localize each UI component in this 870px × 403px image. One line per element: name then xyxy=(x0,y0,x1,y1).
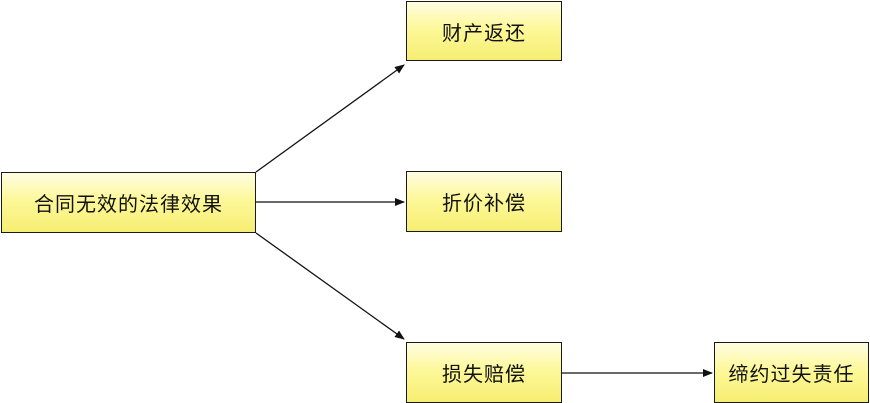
node-root-legal-effect: 合同无效的法律效果 xyxy=(1,172,256,233)
node-damages: 损失赔偿 xyxy=(406,342,562,403)
node-label: 缔约过失责任 xyxy=(728,362,855,386)
node-label: 合同无效的法律效果 xyxy=(34,192,223,216)
arrow-root-to-damages xyxy=(255,232,405,340)
node-label: 损失赔偿 xyxy=(442,362,526,386)
node-property-return: 财产返还 xyxy=(406,1,562,61)
node-culpa-in-contrahendo: 缔约过失责任 xyxy=(714,342,869,403)
arrow-root-to-property-return xyxy=(255,64,405,173)
node-label: 财产返还 xyxy=(442,20,526,45)
node-compensation-at-price: 折价补偿 xyxy=(406,171,562,232)
node-label: 折价补偿 xyxy=(442,191,526,215)
